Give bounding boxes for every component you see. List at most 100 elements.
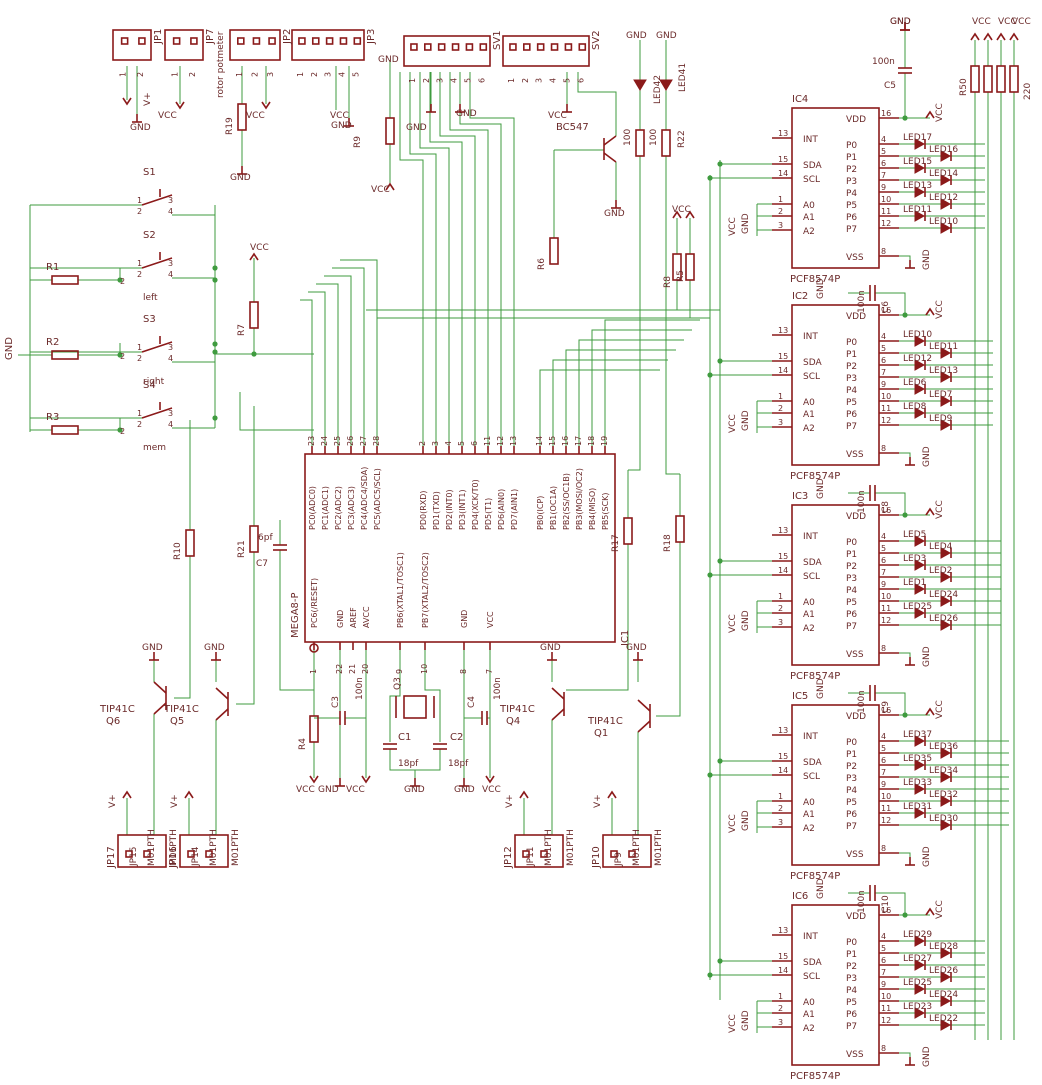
- switch-s4-label: mem: [143, 443, 166, 453]
- junction-dot: [212, 277, 218, 283]
- expander-ic6-rpin-label-11: P6: [846, 1010, 857, 1020]
- expander-ic5-rpin-label-7: P3: [846, 774, 857, 784]
- header-jp7-pin-num-1: 1: [171, 72, 180, 77]
- vplus-jp10-label: V+: [593, 794, 603, 808]
- expander-ic3-rpin-num-6: 6: [881, 556, 886, 565]
- expander-ic6-pin-label-14: SCL: [803, 972, 820, 982]
- header-jp10-pad-a: [610, 850, 618, 858]
- expander-ic6-rpin-label-12: P7: [846, 1022, 857, 1032]
- led42-diode: [633, 79, 647, 91]
- header-jp12-pad-b: [540, 850, 548, 858]
- expander-ic3-led-1-diode: [940, 547, 952, 559]
- expander-ic5-pin-label-14: SCL: [803, 772, 820, 782]
- expander-ic6-rpin-num-8: 8: [881, 1044, 886, 1053]
- switch-s4-lever: [141, 407, 173, 419]
- r50-ref: R50: [959, 78, 969, 96]
- wire: [539, 369, 660, 446]
- jp1-vplus: V+: [143, 92, 153, 106]
- bank-vcc-c: VCC: [1012, 17, 1031, 27]
- expander-ic4-vdd-label: VCC: [935, 103, 945, 122]
- header-sv1-pin-num-3: 3: [436, 78, 445, 83]
- expander-ic5-pin-label-1: A0: [803, 798, 815, 808]
- expander-ic3-pin-label-1: A0: [803, 598, 815, 608]
- switch-s3-lever: [141, 341, 173, 353]
- expander-ic2-rpin-num-7: 7: [881, 368, 886, 377]
- expander-ic2-vdd-label: VCC: [935, 300, 945, 319]
- switch-s3-label: right: [143, 377, 165, 387]
- mcu-ref: IC1: [620, 630, 631, 646]
- wire: [389, 650, 401, 742]
- expander-ic2-rpin-num-11: 11: [881, 404, 891, 413]
- expander-ic3-pin-num-1: 1: [778, 592, 783, 601]
- led41-diode: [659, 79, 673, 91]
- expander-ic5-part: PCF8574P: [790, 871, 840, 882]
- expander-ic3-rpin-num-8: 8: [881, 644, 886, 653]
- wire: [899, 652, 911, 657]
- header-jp3-pin-num-2: 2: [310, 72, 319, 77]
- expander-ic2-pin-label-2: A1: [803, 410, 815, 420]
- expander-ic3-rpin-label-4: P0: [846, 538, 857, 548]
- expander-ic4-led-0-diode: [914, 138, 926, 150]
- expander-ic3-rpin-label-12: P7: [846, 622, 857, 632]
- header-jp12-pad-a: [522, 850, 530, 858]
- gnd-q6-label: GND: [142, 643, 163, 653]
- expander-ic4-rpin-num-7: 7: [881, 171, 886, 180]
- bc547-gnd: GND: [604, 209, 625, 219]
- expander-ic5-rpin-label-9: P4: [846, 786, 857, 796]
- resistor-R1: [51, 275, 79, 285]
- mcu-pin-label-27: PC4(ADC4/SDA): [360, 467, 369, 530]
- expander-ic4-pin-num-13: 13: [778, 129, 788, 138]
- header-jp10-part2: M01PTH: [654, 829, 664, 866]
- expander-ic6-led-7-diode: [940, 1019, 952, 1031]
- expander-ic3-led-label-6: LED25: [903, 602, 932, 612]
- wire: [899, 452, 911, 457]
- expander-ic3-rpin-label-11: P6: [846, 610, 857, 620]
- expander-ic2-rpin-num-5: 5: [881, 344, 886, 353]
- expander-ic4-pin-label-14: SCL: [803, 175, 820, 185]
- expander-ic3-pin-num-13: 13: [778, 526, 788, 535]
- header-jp17-pad-b: [143, 850, 151, 858]
- expander-ic4-led-label-6: LED11: [903, 205, 932, 215]
- expander-ic2-pin-label-1: A0: [803, 398, 815, 408]
- expander-ic2-pin-num-13: 13: [778, 326, 788, 335]
- expander-ic3-led-3-diode: [940, 571, 952, 583]
- expander-ic6-pin-num-15: 15: [778, 952, 788, 961]
- header-jp2-pin-num-3: 3: [266, 72, 275, 77]
- expander-ic3-vdd-arrow: [925, 507, 935, 516]
- expander-ic4-pin-label-3: A2: [803, 227, 815, 237]
- r18-ref: R18: [663, 534, 673, 552]
- led42-label: LED42: [653, 75, 663, 104]
- mcu-bpin-label-22: GND: [336, 610, 345, 628]
- expander-ic6-led-label-7: LED22: [929, 1014, 958, 1024]
- expander-ic3-pin-num-3: 3: [778, 618, 783, 627]
- expander-ic4-led-7-diode: [940, 222, 952, 234]
- expander-ic4-rpin-num-4: 4: [881, 135, 886, 144]
- header-jp17: [117, 834, 167, 868]
- wire: [449, 72, 489, 446]
- expander-ic6-cap-ref: C10: [881, 895, 891, 913]
- switch-s2-label: left: [143, 293, 158, 303]
- expander-ic3-rpin-label-10: P5: [846, 598, 857, 608]
- sv1-gnd: GND: [378, 55, 399, 65]
- header-sv1-pin-num-5: 5: [463, 78, 472, 83]
- mcu-pin-label-19: PB5(SCK): [601, 492, 610, 530]
- expander-ic3-rpin-label-5: P1: [846, 550, 857, 560]
- header-jp10-pad-b: [628, 850, 636, 858]
- wire: [279, 550, 314, 691]
- switch-s3-p3: 3: [168, 343, 173, 352]
- expander-ic6-rpin-label-7: P3: [846, 974, 857, 984]
- vcc-pin7-arrow: [485, 775, 495, 784]
- mcu-bpin-num-1: 1: [309, 669, 318, 674]
- header-jp7-pin-1: [172, 37, 181, 45]
- expander-ic4-rpin-label-7: P3: [846, 177, 857, 187]
- expander-ic4-pin-num-2: 2: [778, 207, 783, 216]
- expander-ic4-rpin-label-6: P2: [846, 165, 857, 175]
- expander-ic2-pin-num-1: 1: [778, 392, 783, 401]
- expander-ic4-rpin-num-11: 11: [881, 207, 891, 216]
- mcu-pin-label-25: PC2(ADC2): [334, 486, 343, 530]
- header-jp10-ref2: JP9: [614, 852, 624, 867]
- expander-ic2-led-3-diode: [940, 371, 952, 383]
- r4-vcc: VCC: [296, 785, 315, 795]
- switch-s4-p3: 3: [168, 409, 173, 418]
- expander-ic4-rpin-label-12: P7: [846, 225, 857, 235]
